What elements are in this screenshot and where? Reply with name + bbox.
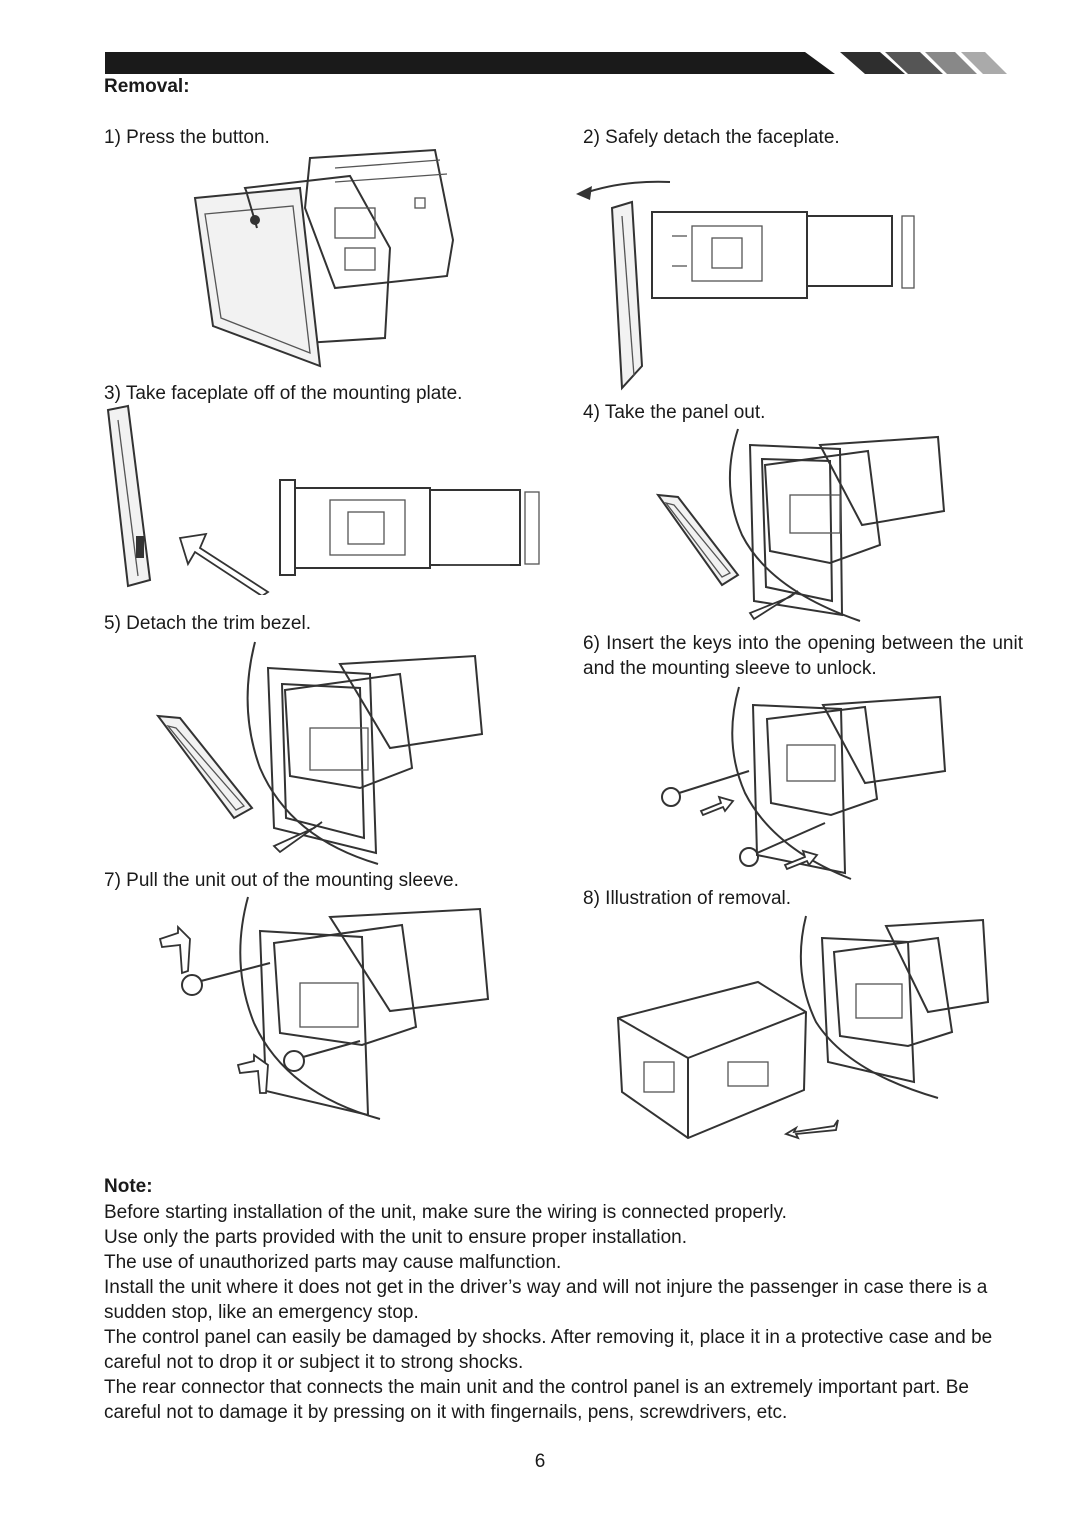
figure-insert-keys [655,683,955,883]
page-number: 6 [534,1451,546,1472]
note-line: The rear connector that connects the mai… [104,1377,969,1423]
step-1-caption: 1) Press the button. [104,127,270,148]
step-6-caption: 6) Insert the keys into the opening betw… [583,633,1023,679]
note-line: Before starting installation of the unit… [104,1202,787,1223]
note-title: Note: [104,1176,153,1197]
figure-removal-illustration [608,912,993,1142]
figure-detach-faceplate [572,176,917,391]
figure-faceplate-off [100,400,550,595]
note-body: Before starting installation of the unit… [104,1200,1029,1425]
step-8-caption: 8) Illustration of removal. [583,888,792,909]
figure-trim-bezel [150,638,490,868]
step-7-caption: 7) Pull the unit out of the mounting sle… [104,870,459,891]
note-line: The control panel can easily be damaged … [104,1327,993,1373]
header-bar [105,52,1017,74]
step-3-caption: 3) Take faceplate off of the mounting pl… [104,383,463,404]
figure-pull-unit [150,893,500,1123]
figure-press-button [185,148,470,378]
note-line: The use of unauthorized parts may cause … [104,1252,562,1273]
section-title: Removal: [104,76,190,97]
note-line: Install the unit where it does not get i… [104,1277,988,1323]
step-2-caption: 2) Safely detach the faceplate. [583,127,840,148]
figure-panel-out [650,425,955,625]
step-5-caption: 5) Detach the trim bezel. [104,613,311,634]
step-4-caption: 4) Take the panel out. [583,402,766,423]
note-line: Use only the parts provided with the uni… [104,1227,687,1248]
